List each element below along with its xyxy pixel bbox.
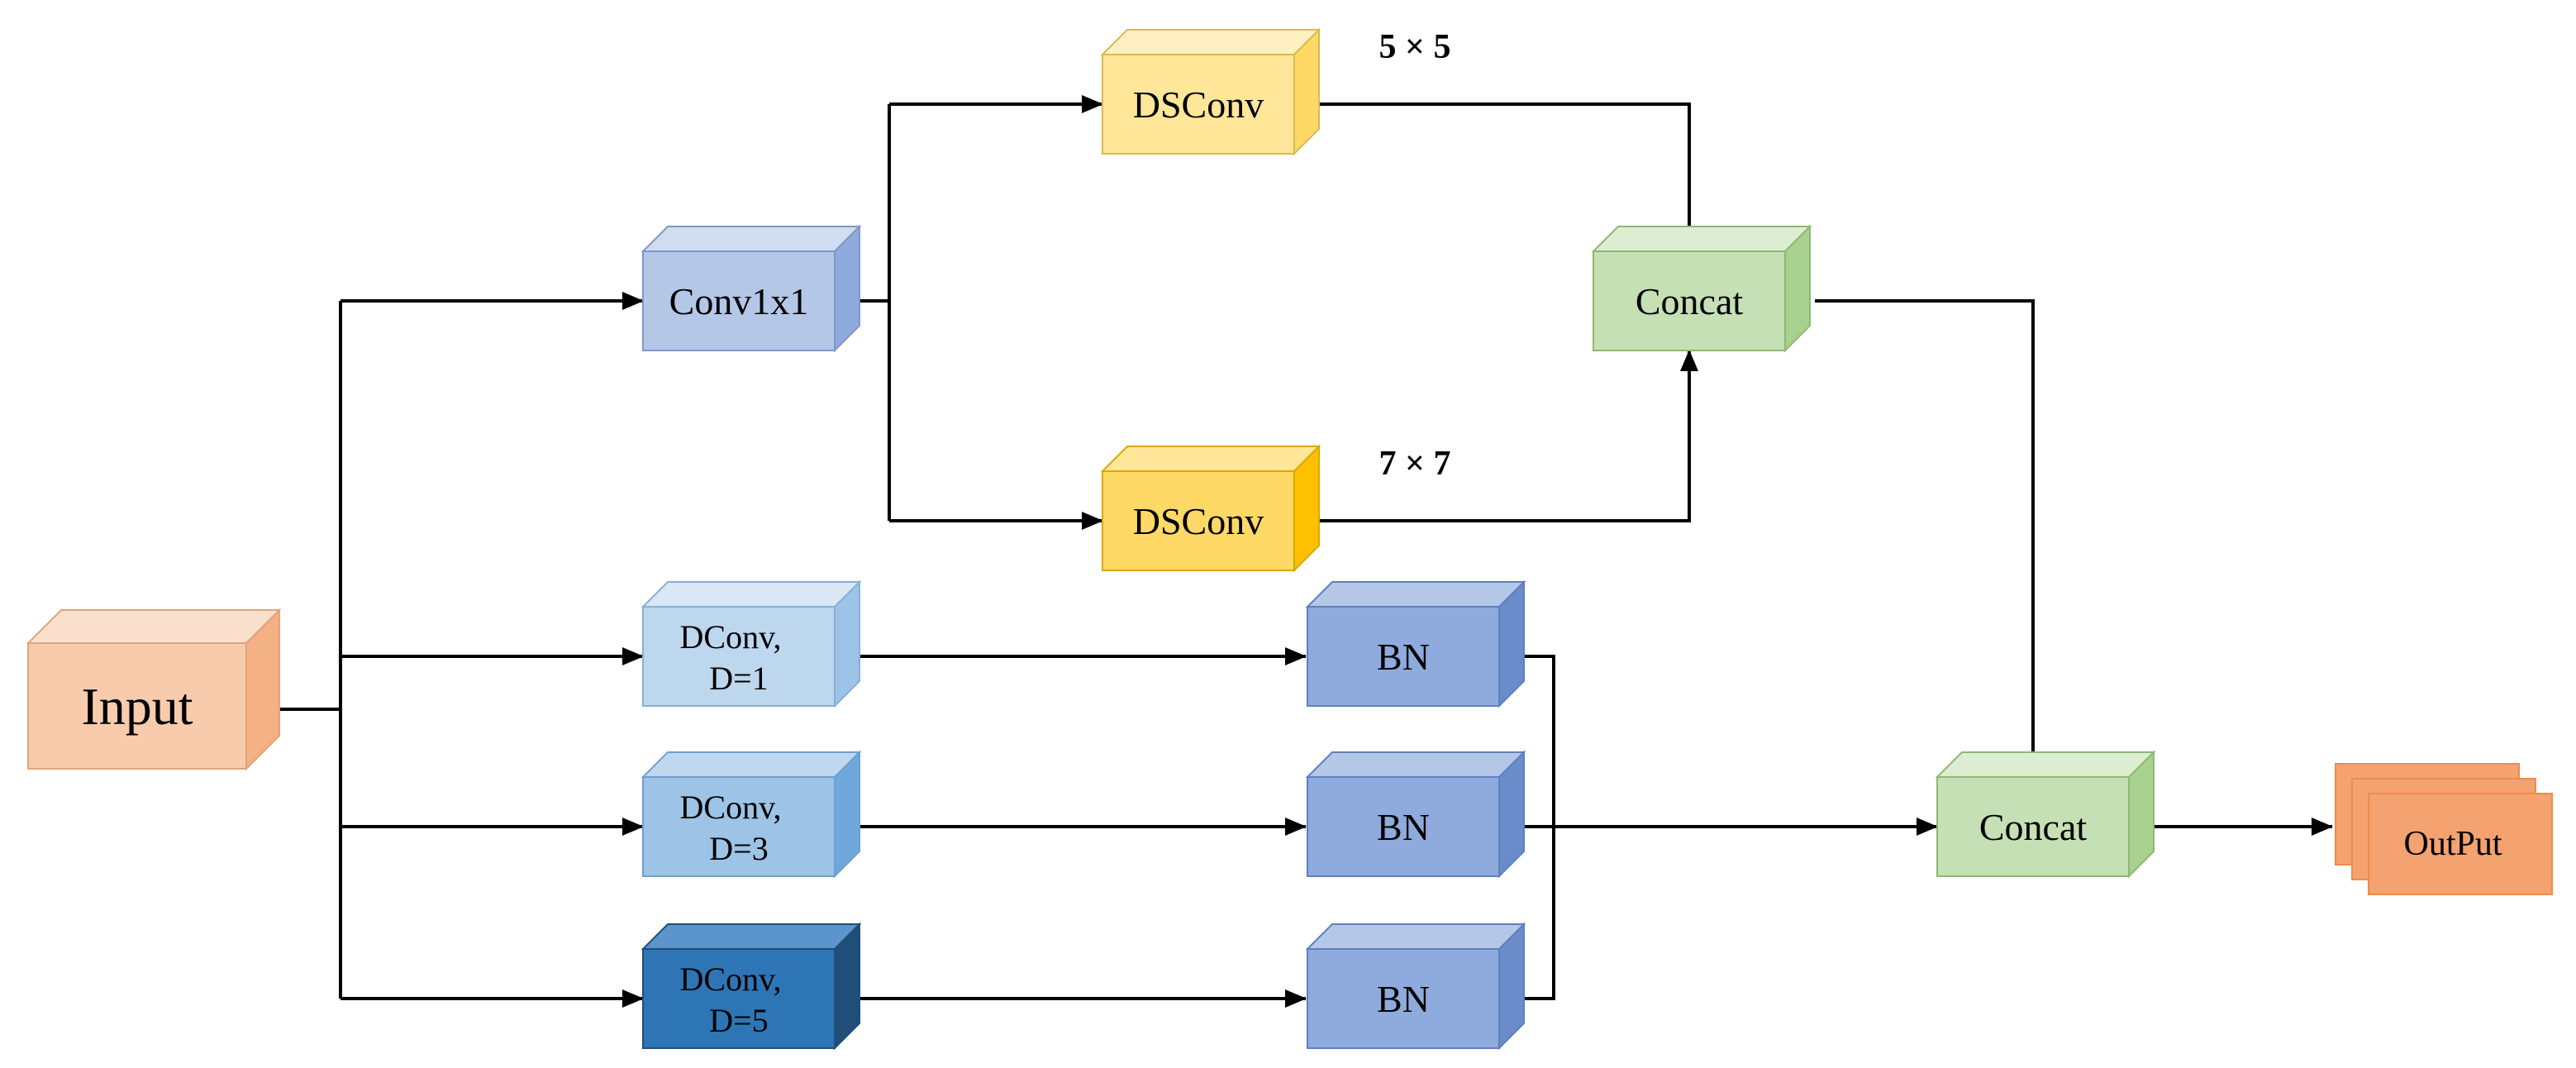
dsconv-bottom-top-face xyxy=(1100,446,1321,472)
bn-3-top-face xyxy=(1305,923,1526,950)
bn-2-front-face xyxy=(1307,776,1500,877)
concat-upper-top-face xyxy=(1591,226,1812,252)
output-sheet-front xyxy=(2368,793,2553,895)
output-label: OutPut xyxy=(2403,825,2502,863)
dsconv-top-top-face xyxy=(1100,29,1321,55)
dsconv-top-front-face xyxy=(1102,54,1295,155)
kernel-label-5x5: 5 × 5 xyxy=(1379,28,1451,66)
dconv-d3-label-line1: DConv, xyxy=(680,789,782,826)
input-top-face xyxy=(26,609,282,644)
node-conv1x1: Conv1x1 xyxy=(640,224,862,353)
concat-final-front-face xyxy=(1936,776,2130,877)
node-dconv-d5: DConv, D=5 xyxy=(640,922,862,1051)
dconv-d1-label-line1: DConv, xyxy=(680,618,782,656)
node-dconv-d1: DConv, D=1 xyxy=(640,579,862,708)
dconv-d1-label-line2: D=1 xyxy=(709,660,768,697)
concat-upper-front-face xyxy=(1593,250,1786,351)
edge-concat-upper-concat-final xyxy=(1815,299,2042,780)
node-bn-1: BN xyxy=(1305,579,1526,708)
node-dconv-d3: DConv, D=3 xyxy=(640,750,862,879)
connections xyxy=(279,95,2333,1008)
dconv-d3-top-face xyxy=(640,751,862,778)
input-label: Input xyxy=(81,677,193,736)
node-bn-3: BN xyxy=(1305,922,1526,1051)
node-concat-final: Concat xyxy=(1935,750,2156,879)
concat-upper-label: Concat xyxy=(1636,280,1744,322)
node-dsconv-top: DSConv xyxy=(1100,27,1321,156)
conv1x1-front-face xyxy=(642,250,836,351)
dconv-d5-top-face xyxy=(640,923,862,950)
bn-2-top-face xyxy=(1305,751,1526,778)
node-output: OutPut xyxy=(2335,763,2553,895)
node-input: Input xyxy=(26,608,282,771)
dconv-d3-front-face xyxy=(642,776,836,877)
concat-final-top-face xyxy=(1935,751,2156,778)
dsconv-bottom-label: DSConv xyxy=(1133,500,1264,542)
bn-2-label: BN xyxy=(1377,806,1430,848)
bn-1-top-face xyxy=(1305,581,1526,608)
bn-1-label: BN xyxy=(1377,636,1430,678)
dconv-d1-top-face xyxy=(640,581,862,608)
dconv-d1-front-face xyxy=(642,606,836,707)
dsconv-bottom-front-face xyxy=(1102,470,1295,571)
dconv-d3-label-line2: D=3 xyxy=(709,830,768,867)
dconv-d5-label-line1: DConv, xyxy=(680,961,782,998)
bn-3-front-face xyxy=(1307,948,1500,1049)
bn-3-label: BN xyxy=(1377,978,1430,1020)
node-concat-upper: Concat xyxy=(1591,224,1812,353)
concat-final-label: Concat xyxy=(1979,806,2088,848)
bn-1-front-face xyxy=(1307,606,1500,707)
conv1x1-top-face xyxy=(640,226,862,252)
node-bn-2: BN xyxy=(1305,750,1526,879)
kernel-label-7x7: 7 × 7 xyxy=(1379,445,1451,483)
dconv-d5-front-face xyxy=(642,948,836,1049)
conv1x1-label: Conv1x1 xyxy=(669,280,809,322)
edge-dsconv-bottom-concat xyxy=(1314,350,1698,522)
node-dsconv-bottom: DSConv xyxy=(1100,444,1321,573)
dsconv-top-label: DSConv xyxy=(1133,83,1264,126)
edge-dsconv-top-concat xyxy=(1314,103,1698,252)
dconv-d5-label-line2: D=5 xyxy=(709,1002,768,1039)
input-front-face xyxy=(27,642,247,770)
